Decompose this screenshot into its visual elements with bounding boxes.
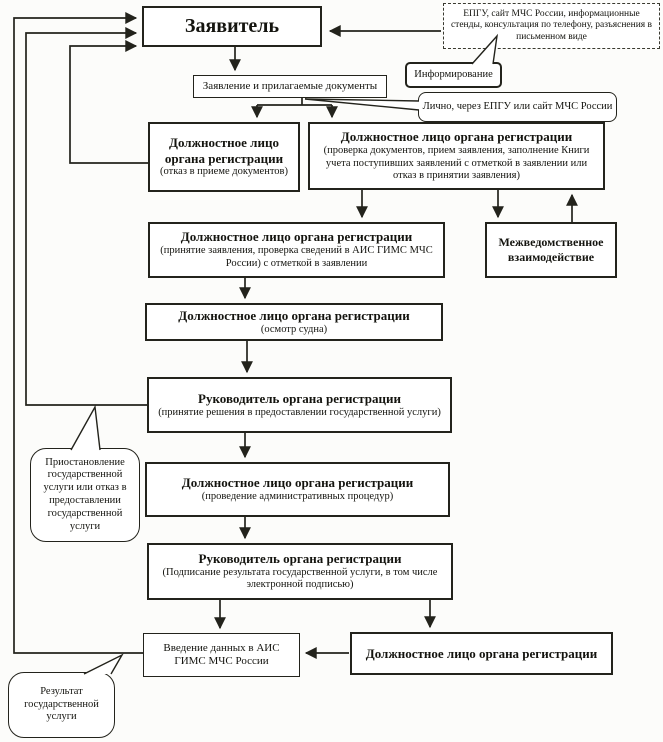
arrow-decision-to-applicant — [25, 27, 147, 406]
official-procedures-box: Должностное лицо органа регистрации (про… — [145, 462, 450, 517]
arrow-refusal-to-applicant — [69, 40, 148, 164]
official-procedures-title: Должностное лицо органа регистрации — [181, 475, 414, 491]
applicant-label: Заявитель — [184, 15, 280, 38]
head-decision-box: Руководитель органа регистрации (приняти… — [147, 377, 452, 433]
interagency-box: Межведомственное взаимодействие — [485, 222, 617, 278]
data-entry-label: Введение данных в АИС ГИМС МЧС России — [163, 641, 280, 667]
official-refusal-box: Должностное лицо органа регистрации (отк… — [148, 122, 300, 192]
suspension-callout: Приостановление государственной услуги и… — [30, 448, 140, 542]
official-inspection-box: Должностное лицо органа регистрации (осм… — [145, 303, 443, 341]
official-final-label: Должностное лицо органа регистрации — [365, 645, 598, 661]
head-decision-title: Руководитель органа регистрации — [198, 390, 401, 406]
in-person-label: Лично, через ЕПГУ или сайт МЧС России — [422, 100, 613, 112]
data-entry-box: Введение данных в АИС ГИМС МЧС России — [143, 633, 300, 677]
head-signing-note: (Подписание результата государственной у… — [162, 566, 438, 591]
official-acceptance-box: Должностное лицо органа регистрации (при… — [148, 222, 445, 278]
official-intake-title: Должностное лицо органа регистрации — [340, 128, 573, 144]
official-intake-box: Должностное лицо органа регистрации (про… — [308, 122, 605, 190]
in-person-callout-pointer — [304, 98, 420, 111]
official-final-box: Должностное лицо органа регистрации — [350, 632, 613, 675]
result-callout: Результат государственной услуги — [8, 672, 115, 738]
application-docs-label: Заявление и прилагаемые документы — [202, 79, 378, 92]
official-acceptance-note: (принятие заявления, проверка сведений в… — [160, 245, 433, 269]
suspension-label: Приостановление государственной услуги и… — [43, 456, 127, 532]
official-procedures-note: (проведение административных процедур) — [201, 491, 394, 503]
official-refusal-note: (отказ в приеме документов) — [160, 166, 288, 178]
line-application-split — [257, 98, 332, 106]
informing-label: Информирование — [414, 68, 493, 80]
official-inspection-note: (осмотр судна) — [260, 323, 328, 335]
arrow-dataentry-to-applicant — [13, 12, 143, 654]
official-inspection-title: Должностное лицо органа регистрации — [178, 307, 410, 323]
info-channels-label: ЕПГУ, сайт МЧС России, информационные ст… — [450, 8, 653, 42]
in-person-callout: Лично, через ЕПГУ или сайт МЧС России — [418, 92, 617, 122]
informing-callout: Информирование — [405, 62, 502, 88]
head-signing-box: Руководитель органа регистрации (Подписа… — [147, 543, 453, 600]
head-signing-title: Руководитель органа регистрации — [198, 550, 402, 566]
official-acceptance-title: Должностное лицо органа регистрации — [180, 229, 413, 245]
application-docs-box: Заявление и прилагаемые документы — [193, 75, 387, 98]
interagency-label: Межведомственное взаимодействие — [498, 235, 604, 264]
suspension-callout-pointer — [70, 404, 101, 451]
official-intake-note: (проверка документов, прием заявления, з… — [323, 144, 590, 182]
info-channels-box: ЕПГУ, сайт МЧС России, информационные ст… — [443, 3, 660, 49]
result-label: Результат государственной услуги — [24, 685, 99, 723]
applicant-box: Заявитель — [142, 6, 322, 47]
official-refusal-title: Должностное лицо органа регистрации — [164, 134, 284, 166]
head-decision-note: (принятие решения в предоставлении госуд… — [158, 406, 441, 418]
